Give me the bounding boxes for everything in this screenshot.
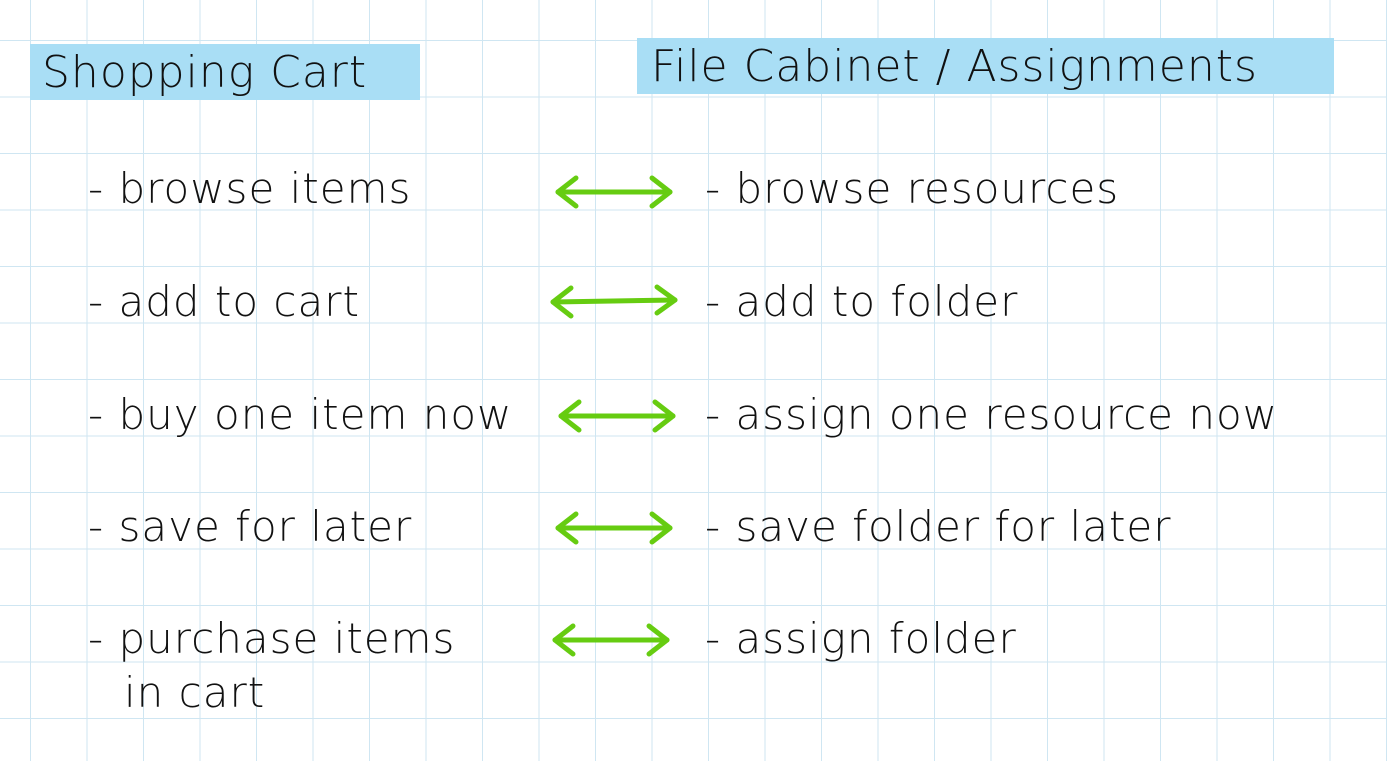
file-cabinet-header-text: File Cabinet / Assignments [651,40,1258,92]
double-arrow-icon [550,508,680,548]
double-arrow-icon [547,620,677,660]
left-item-buy-one-item-now: - buy one item now [88,390,513,439]
double-arrow-icon [545,282,685,322]
double-arrow-icon [553,396,683,436]
shopping-cart-header: Shopping Cart [30,44,420,100]
left-item-add-to-cart: - add to cart [88,277,360,326]
left-item-purchase-items: - purchase items [88,614,456,663]
right-item-add-to-folder: - add to folder [705,277,1019,326]
left-item-save-for-later: - save for later [88,502,413,551]
left-item-browse-items: - browse items [88,164,412,213]
double-arrow-icon [550,172,680,212]
right-item-save-folder-for-later: - save folder for later [705,502,1172,551]
left-item-purchase-items-continued: in cart [124,668,266,717]
right-item-assign-one-resource-now: - assign one resource now [705,390,1279,439]
file-cabinet-header: File Cabinet / Assignments [637,38,1334,94]
right-item-assign-folder: - assign folder [705,614,1017,663]
right-item-browse-resources: - browse resources [705,164,1120,213]
shopping-cart-header-text: Shopping Cart [42,46,368,98]
